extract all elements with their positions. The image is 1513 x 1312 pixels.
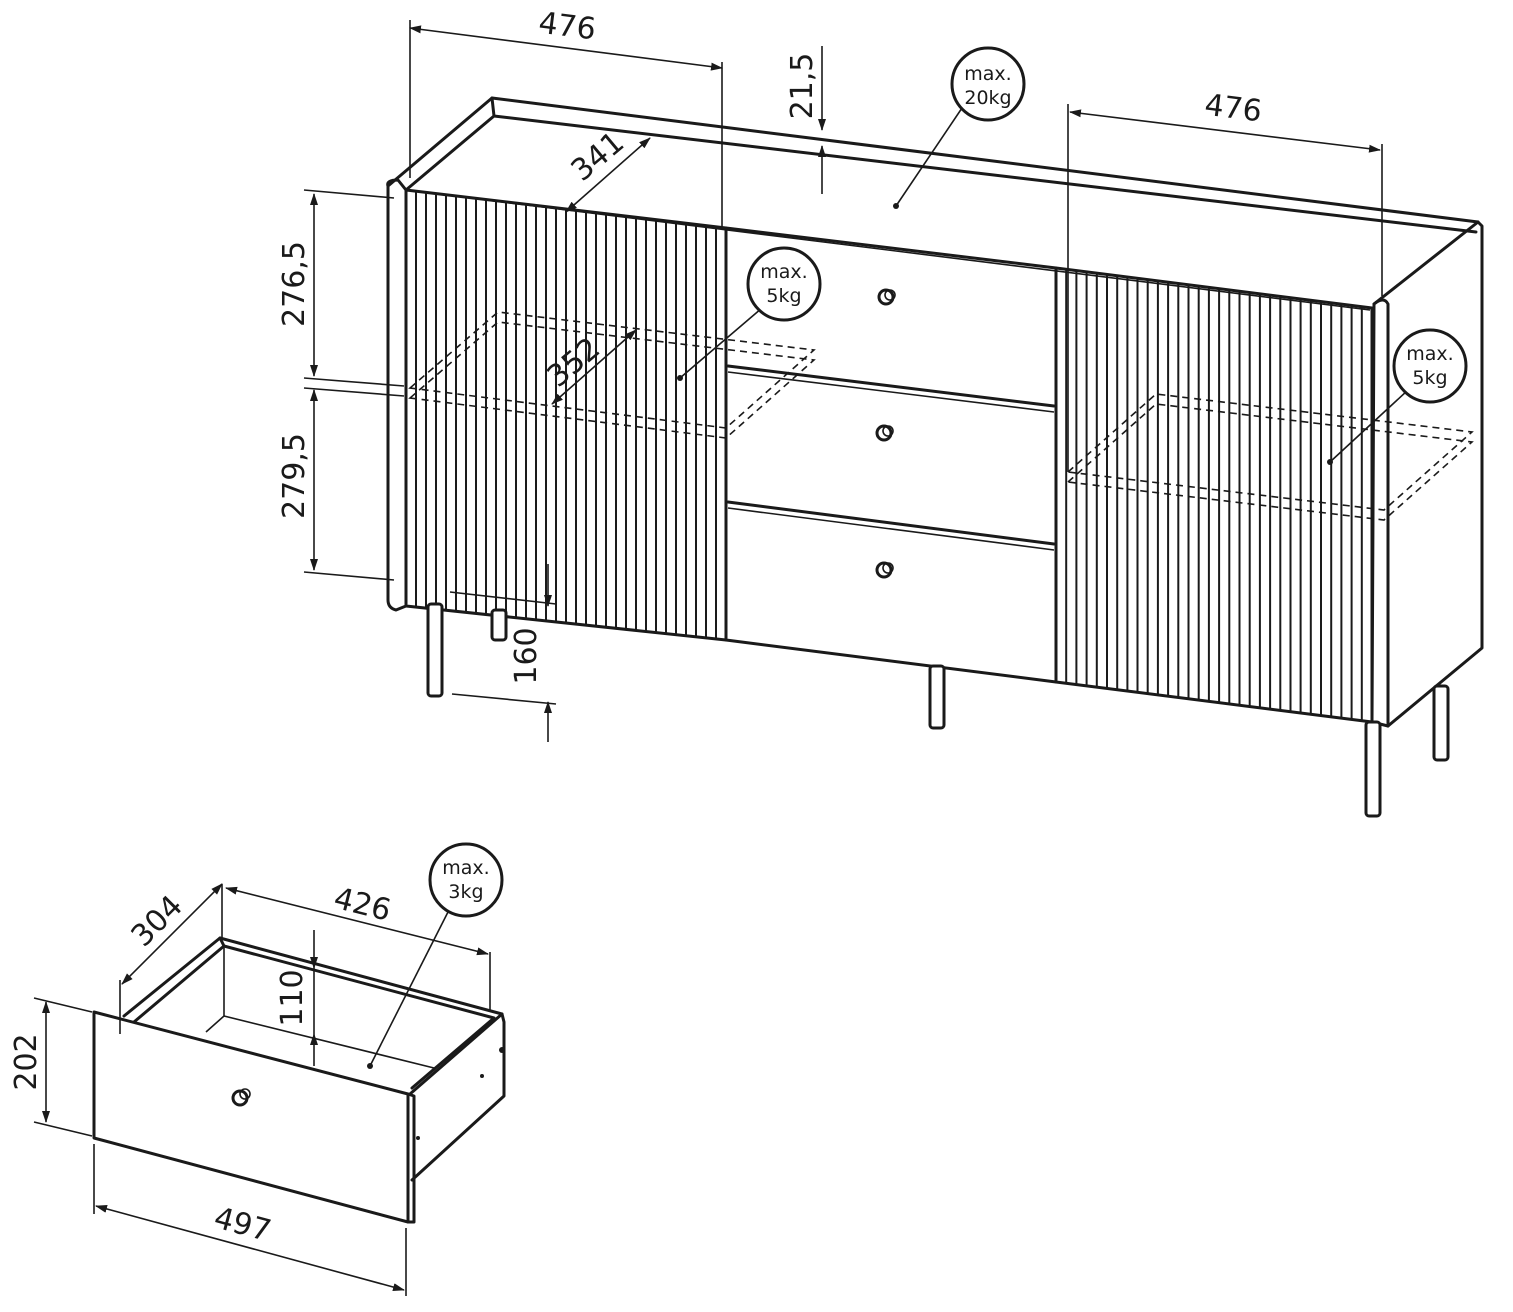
cabinet-top — [386, 96, 1480, 311]
dimension-top-thickness: 21,5 — [785, 46, 826, 194]
drawer-knob — [875, 424, 894, 442]
dimension-label: 341 — [565, 125, 631, 189]
dimension-upper-height: 276,5 — [277, 189, 405, 387]
drawer-knob — [875, 561, 894, 579]
dimension-left-width: 476 — [409, 6, 723, 230]
dimension-label: 110 — [275, 969, 310, 1026]
left-door-flutes — [415, 191, 717, 639]
dimension-label: 476 — [1203, 88, 1264, 130]
dimension-shelf-depth: 341 — [565, 125, 651, 213]
load-text: 5kg — [1412, 367, 1447, 389]
load-text: 5kg — [766, 285, 801, 307]
load-text: 3kg — [448, 881, 483, 903]
dimension-label: 352 — [541, 331, 607, 395]
load-text: max. — [760, 261, 807, 283]
load-text: 20kg — [964, 87, 1011, 109]
drawer-knob — [231, 1088, 251, 1107]
right-door — [1054, 266, 1374, 724]
dimension-label: 426 — [330, 881, 394, 929]
load-badge-left-shelf: max. 5kg — [677, 246, 822, 381]
right-shelf-hidden — [1066, 393, 1474, 521]
dimension-label: 21,5 — [785, 53, 820, 120]
dimension-leg-height: 160 — [449, 564, 557, 742]
cabinet-right-side — [1370, 220, 1484, 728]
left-door — [404, 188, 728, 642]
dimension-label: 160 — [509, 627, 544, 684]
load-badge-right-shelf: max. 5kg — [1327, 328, 1468, 465]
dimension-drawer-inner-height: 110 — [275, 930, 318, 1066]
dimension-label: 304 — [125, 889, 190, 954]
cabinet-legs — [426, 602, 1450, 818]
drawer-detail: 304 426 110 202 497 — [9, 842, 506, 1296]
sideboard: 476 21,5 476 341 352 — [277, 6, 1484, 818]
dimension-label: 476 — [537, 6, 598, 48]
drawer-front — [92, 1010, 505, 1224]
load-text: max. — [1406, 343, 1453, 365]
dimension-label: 279,5 — [277, 433, 312, 519]
dimension-right-width: 476 — [1067, 88, 1383, 472]
load-text: max. — [442, 857, 489, 879]
dimension-label: 497 — [210, 1201, 274, 1250]
load-badge-top: max. 20kg — [893, 46, 1026, 209]
load-text: max. — [964, 63, 1011, 85]
load-badge-drawer: max. 3kg — [367, 842, 504, 1069]
dimension-label: 276,5 — [277, 241, 312, 327]
dimension-lower-height: 279,5 — [277, 387, 405, 581]
drawer-knob — [877, 288, 896, 306]
left-shelf-hidden — [408, 311, 816, 439]
dimension-label: 202 — [9, 1033, 44, 1090]
right-door-flutes — [1065, 269, 1363, 721]
dimension-drawer-front-height: 202 — [9, 997, 93, 1137]
